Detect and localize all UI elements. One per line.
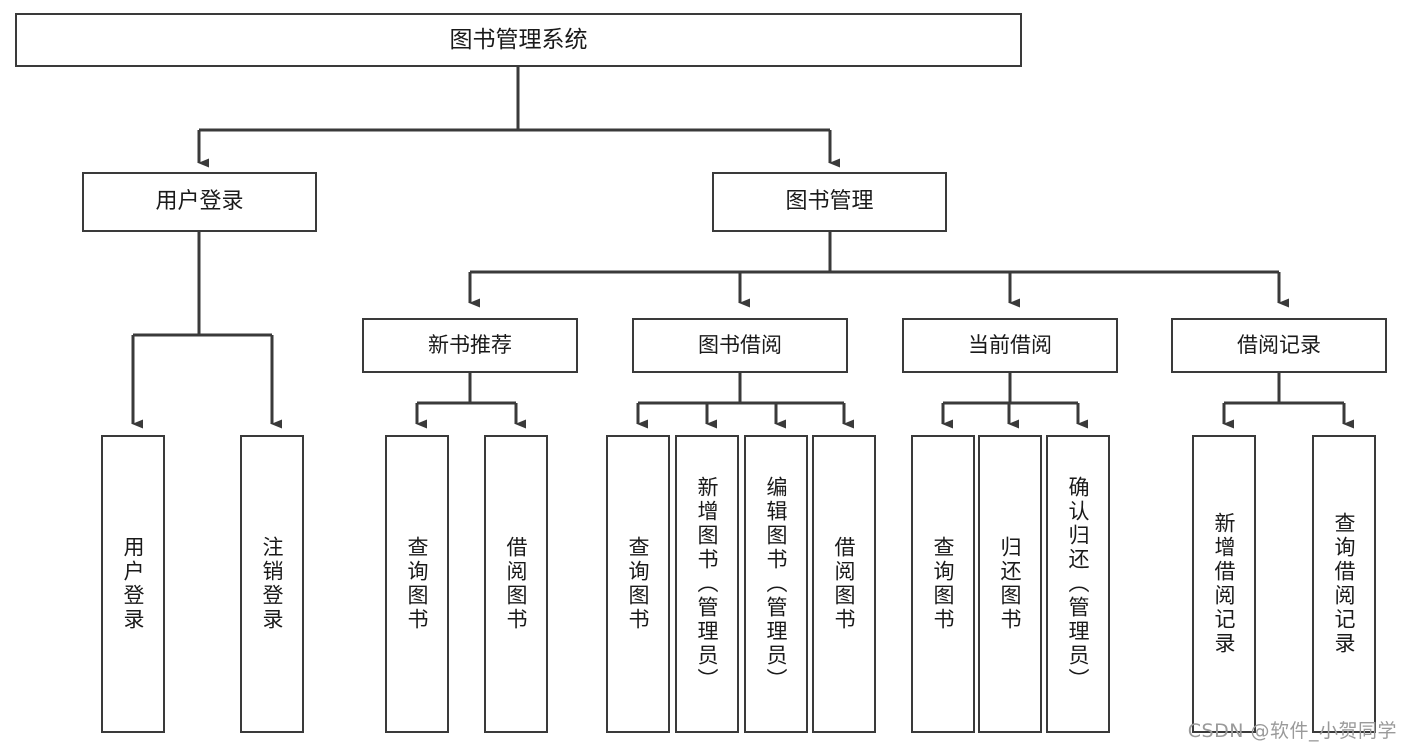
- node-leaf-borrow-book-2[interactable]: 借阅图书: [812, 435, 876, 733]
- node-root-label: 图书管理系统: [449, 26, 588, 53]
- node-book-borrow[interactable]: 图书借阅: [632, 318, 848, 373]
- node-leaf-return-book[interactable]: 归还图书: [978, 435, 1042, 733]
- node-new-book-rec[interactable]: 新书推荐: [362, 318, 578, 373]
- node-current-borrow-label: 当前借阅: [968, 332, 1052, 357]
- node-book-manage-label: 图书管理: [785, 189, 874, 215]
- node-leaf-query-book-2-label: 查询图书: [626, 536, 651, 632]
- node-leaf-user-login-label: 用户登录: [121, 536, 146, 632]
- node-leaf-query-book-3[interactable]: 查询图书: [911, 435, 975, 733]
- node-leaf-query-book-1[interactable]: 查询图书: [385, 435, 449, 733]
- node-leaf-borrow-book-2-label: 借阅图书: [832, 536, 857, 632]
- node-leaf-borrow-book-1-label: 借阅图书: [504, 536, 529, 632]
- node-leaf-user-logout[interactable]: 注销登录: [240, 435, 304, 733]
- node-leaf-edit-book-label: 编辑图书（管理员）: [764, 476, 789, 692]
- node-root[interactable]: 图书管理系统: [15, 13, 1022, 67]
- node-new-book-rec-label: 新书推荐: [428, 332, 512, 357]
- node-leaf-add-record-label: 新增借阅记录: [1212, 512, 1237, 656]
- node-leaf-query-book-3-label: 查询图书: [931, 536, 956, 632]
- node-leaf-query-book-2[interactable]: 查询图书: [606, 435, 670, 733]
- node-leaf-edit-book[interactable]: 编辑图书（管理员）: [744, 435, 808, 733]
- node-user-login[interactable]: 用户登录: [82, 172, 317, 232]
- node-leaf-add-record[interactable]: 新增借阅记录: [1192, 435, 1256, 733]
- node-leaf-query-book-1-label: 查询图书: [405, 536, 430, 632]
- node-leaf-return-book-label: 归还图书: [998, 536, 1023, 632]
- node-book-borrow-label: 图书借阅: [698, 332, 782, 357]
- node-current-borrow[interactable]: 当前借阅: [902, 318, 1118, 373]
- node-leaf-query-record[interactable]: 查询借阅记录: [1312, 435, 1376, 733]
- node-leaf-user-login[interactable]: 用户登录: [101, 435, 165, 733]
- node-leaf-add-book[interactable]: 新增图书（管理员）: [675, 435, 739, 733]
- node-leaf-confirm-return[interactable]: 确认归还（管理员）: [1046, 435, 1110, 733]
- node-book-manage[interactable]: 图书管理: [712, 172, 947, 232]
- node-leaf-borrow-book-1[interactable]: 借阅图书: [484, 435, 548, 733]
- node-borrow-record[interactable]: 借阅记录: [1171, 318, 1387, 373]
- node-user-login-label: 用户登录: [155, 189, 244, 215]
- node-leaf-add-book-label: 新增图书（管理员）: [695, 476, 720, 692]
- node-leaf-confirm-return-label: 确认归还（管理员）: [1066, 476, 1091, 692]
- node-leaf-user-logout-label: 注销登录: [260, 536, 285, 632]
- node-borrow-record-label: 借阅记录: [1237, 332, 1321, 357]
- node-leaf-query-record-label: 查询借阅记录: [1332, 512, 1357, 656]
